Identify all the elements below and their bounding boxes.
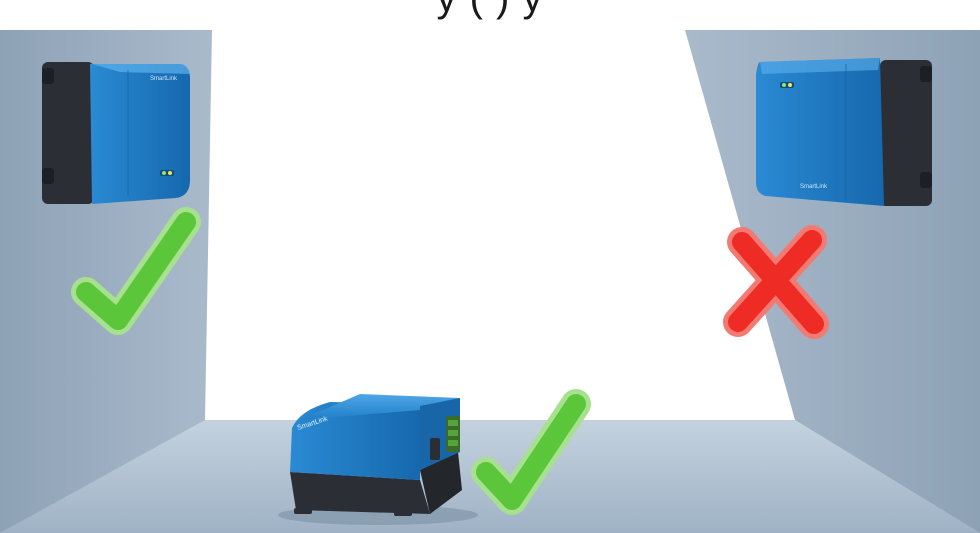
device-brand-label-right: SmartLink — [800, 184, 828, 190]
device-wall-right: SmartLink — [756, 58, 932, 206]
device-wall-left: SmartLink — [42, 62, 190, 204]
device-brand-label: SmartLink — [150, 76, 178, 82]
